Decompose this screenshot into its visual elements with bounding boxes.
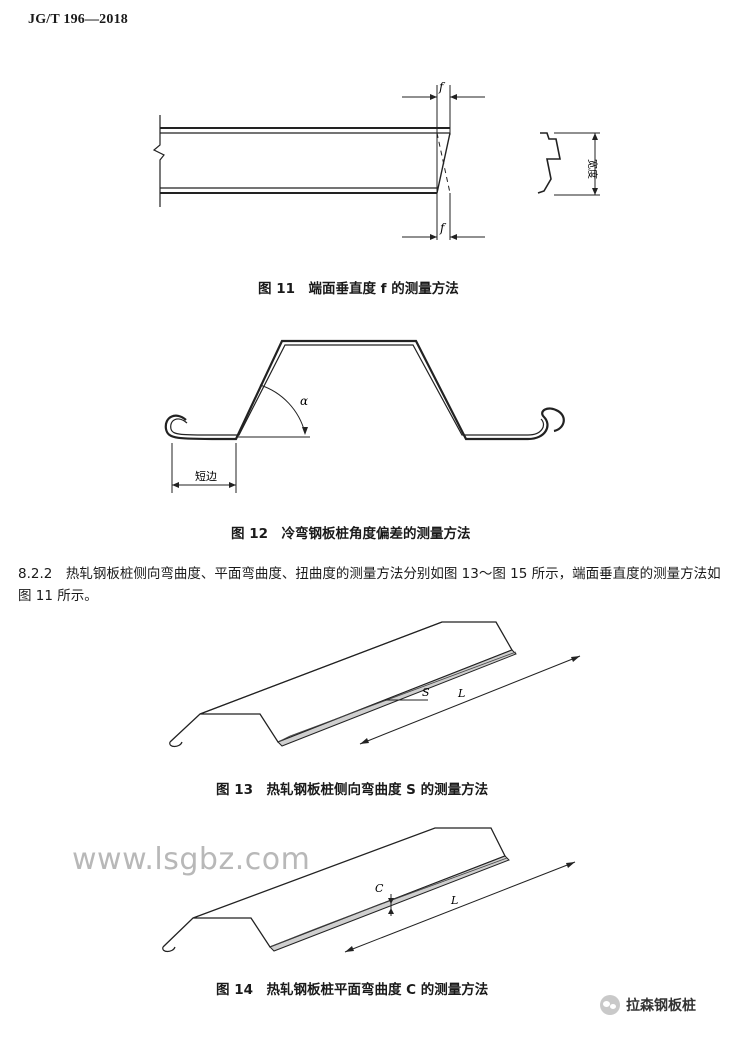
- wechat-icon: [600, 995, 620, 1015]
- watermark: www.lsgbz.com: [72, 842, 311, 877]
- l-label-13: L: [457, 687, 465, 700]
- s-label: S: [422, 686, 430, 699]
- figure-13-caption: 图 13 热轧钢板桩侧向弯曲度 S 的测量方法: [216, 782, 489, 798]
- figure-14-drawing: C L: [162, 827, 576, 953]
- width-label: 宽度: [586, 159, 599, 179]
- figure-12-caption: 图 12 冷弯钢板桩角度偏差的测量方法: [231, 526, 471, 542]
- f-top-label: f: [438, 80, 446, 94]
- figure-14-caption: 图 14 热轧钢板桩平面弯曲度 C 的测量方法: [216, 982, 489, 998]
- f-bottom-label: f: [439, 221, 447, 235]
- figure-11-drawing: f f 宽度: [152, 80, 600, 240]
- wechat-badge[interactable]: 拉森钢板桩: [600, 995, 696, 1015]
- figure-12-drawing: α 短边: [164, 339, 565, 493]
- c-label: C: [375, 882, 384, 895]
- l-label-14: L: [450, 894, 458, 907]
- short-edge-label: 短边: [195, 469, 217, 483]
- standard-code: JG/T 196—2018: [28, 12, 128, 27]
- badge-label: 拉森钢板桩: [626, 998, 696, 1014]
- figure-11-caption: 图 11 端面垂直度 f 的测量方法: [258, 281, 459, 297]
- alpha-label: α: [300, 394, 308, 408]
- section-8-2-2: 8.2.2 热轧钢板桩侧向弯曲度、平面弯曲度、扭曲度的测量方法分别如图 13～图…: [18, 566, 721, 604]
- figure-13-drawing: S L: [169, 621, 581, 748]
